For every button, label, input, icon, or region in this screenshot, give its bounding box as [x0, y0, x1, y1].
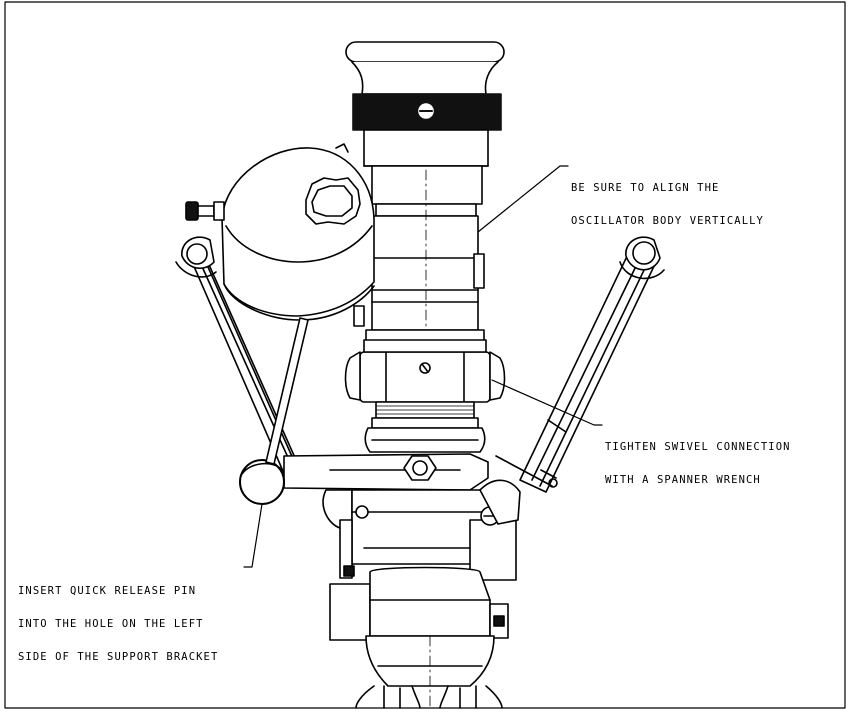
- leader-pin: [243, 503, 263, 568]
- leader-align: [477, 165, 569, 233]
- lower-valve-body: [322, 479, 521, 581]
- oscillator-body: [365, 165, 485, 343]
- callout-tighten-swivel: TIGHTEN SWIVEL CONNECTION WITH A SPANNER…: [605, 420, 791, 497]
- threaded-neck: [364, 401, 486, 453]
- callout-line: INTO THE HOLE ON THE LEFT: [18, 618, 204, 630]
- callout-align-oscillator: BE SURE TO ALIGN THE OSCILLATOR BODY VER…: [571, 161, 764, 238]
- support-bracket: [239, 317, 489, 505]
- top-coupling: [345, 41, 505, 167]
- right-support-leg: [495, 236, 665, 493]
- leader-swivel: [491, 379, 603, 426]
- inlet-housing: [329, 566, 509, 709]
- leader-lines: [243, 165, 603, 568]
- callout-line: SIDE OF THE SUPPORT BRACKET: [18, 651, 219, 663]
- callout-line: TIGHTEN SWIVEL CONNECTION: [605, 441, 791, 453]
- swivel-connection: [344, 339, 506, 403]
- callout-line: BE SURE TO ALIGN THE: [571, 182, 720, 194]
- callout-line: INSERT QUICK RELEASE PIN: [18, 585, 197, 597]
- callout-quick-release-pin: INSERT QUICK RELEASE PIN INTO THE HOLE O…: [18, 564, 218, 674]
- callout-line: OSCILLATOR BODY VERTICALLY: [571, 215, 764, 227]
- callout-line: WITH A SPANNER WRENCH: [605, 474, 761, 486]
- drawing-frame: [4, 1, 846, 709]
- oscillator-motor: [185, 143, 375, 327]
